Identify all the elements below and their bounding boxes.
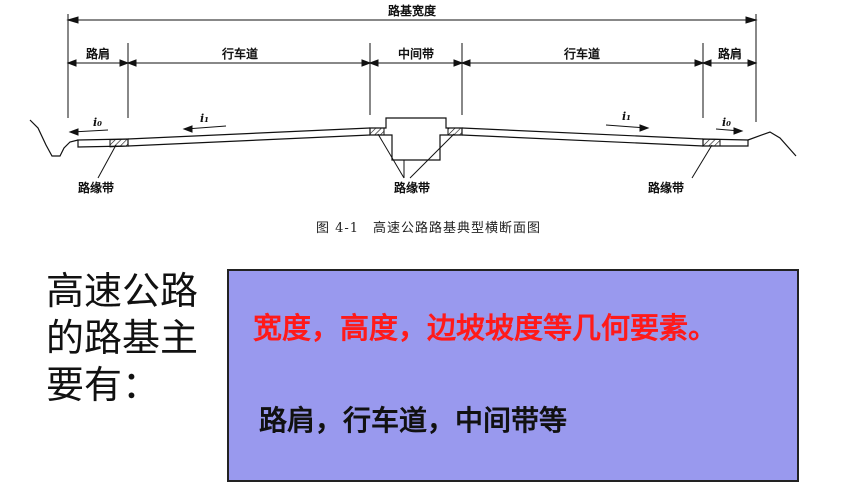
components-text: 路肩，行车道，中间带等 <box>259 404 568 437</box>
median-label: 中间带 <box>398 46 434 61</box>
slope-arrows <box>68 124 744 136</box>
subgrade-width-dimension <box>66 14 758 122</box>
segment-dimension-line <box>66 43 758 118</box>
figure-caption: 图 4-1 高速公路路基典型横断面图 <box>315 221 542 236</box>
slope-i0-right-label: i₀ <box>722 116 731 129</box>
slope-i0-left-label: i₀ <box>93 116 102 129</box>
slope-i1-left-label: i₁ <box>200 112 209 125</box>
shoulder-left-label: 路肩 <box>86 46 110 61</box>
slope-i1-right-label: i₁ <box>622 110 631 123</box>
content-box: 宽度，高度，边坡坡度等几何要素。 路肩，行车道，中间带等 <box>227 269 799 482</box>
intro-text: 高速公路的路基主要有： <box>46 269 199 407</box>
shoulder-right-label: 路肩 <box>718 46 742 61</box>
cross-section-diagram: 路基宽度 路肩 行车道 中间带 行车道 路肩 <box>29 3 797 195</box>
geometry-elements-text: 宽度，高度，边坡坡度等几何要素。 <box>253 311 718 345</box>
edge-strips <box>109 127 721 148</box>
edge-strip-right-label: 路缘带 <box>648 180 684 195</box>
leader-lines <box>97 133 713 179</box>
lane-left-label: 行车道 <box>221 46 258 61</box>
subgrade-width-label: 路基宽度 <box>388 3 437 18</box>
edge-strip-center-label: 路缘带 <box>394 180 430 195</box>
edge-strip-left-label: 路缘带 <box>78 180 114 195</box>
road-profile <box>29 117 797 161</box>
lane-right-label: 行车道 <box>563 46 600 61</box>
